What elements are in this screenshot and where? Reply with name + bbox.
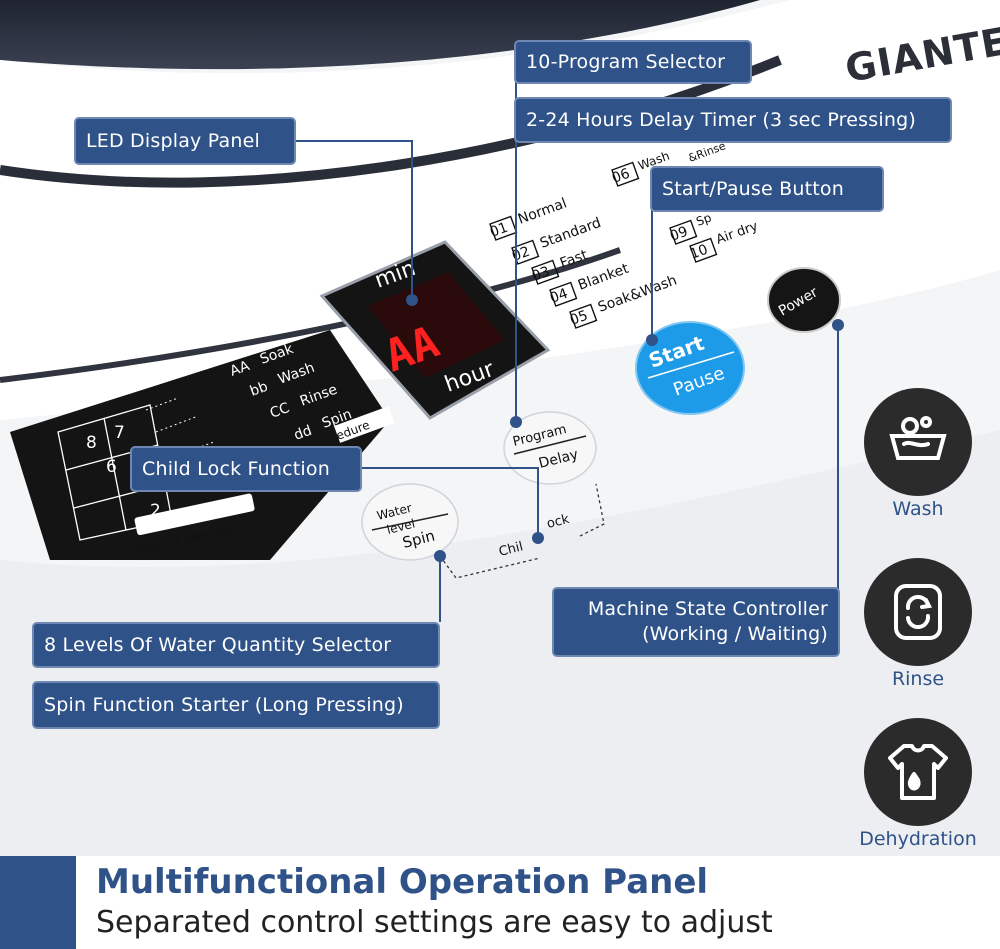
program-number: 09 (668, 224, 690, 245)
procedure-tag (334, 406, 395, 443)
water-levels-callout: 8 Levels Of Water Quantity Selector (32, 622, 440, 668)
rinse-icon (894, 584, 942, 640)
start-pause-callout: Start/Pause Button (650, 166, 884, 212)
rinse-feature (864, 558, 972, 666)
program-number: 01 (488, 220, 510, 241)
program-number: 05 (568, 308, 590, 329)
program-number: 10 (688, 242, 710, 263)
lid-seam (0, 55, 782, 188)
dehydration-feature (864, 718, 972, 826)
program-name: Sp (694, 210, 713, 228)
lower-body (0, 430, 1000, 856)
level-number: 8 (86, 433, 97, 453)
level-number: 7 (114, 423, 125, 443)
detergent-panel (10, 330, 390, 560)
footer-subtitle: Separated control settings are easy to a… (96, 905, 773, 940)
level-number: 6 (106, 457, 117, 477)
procedure-code: dd (292, 423, 314, 444)
power-button[interactable] (767, 267, 841, 333)
wash-icon (889, 416, 947, 460)
child-lock-label-2: ock (545, 512, 571, 532)
procedure-code: CC (268, 400, 292, 422)
program-number: 03 (530, 264, 552, 285)
footer-accent-bar (0, 856, 76, 949)
footer-title: Multifunctional Operation Panel (96, 862, 709, 902)
leader-lines (292, 62, 839, 622)
machine-state-line1: Machine State Controller (587, 598, 828, 620)
machine-state-line2: (Working / Waiting) (642, 623, 828, 645)
machine-state-callout: Machine State Controller (Working / Wait… (552, 587, 840, 657)
dehydration-icon (888, 744, 948, 800)
wash-label: Wash (892, 498, 944, 520)
wash-feature (864, 388, 972, 496)
program-number: 06 (610, 166, 632, 187)
program-delay-button[interactable] (503, 411, 597, 485)
delay-timer-callout: 2-24 Hours Delay Timer (3 sec Pressing) (514, 97, 952, 143)
start-pause-button[interactable] (635, 321, 745, 415)
level-button-label: level (385, 516, 416, 536)
detergent-tag (134, 493, 255, 536)
child-lock-link (439, 555, 541, 579)
procedure-code: AA (228, 358, 252, 380)
child-lock-label: Chil (497, 539, 524, 559)
program-selector-callout: 10-Program Selector (514, 40, 752, 84)
procedure-code: bb (248, 379, 270, 400)
rinse-label: Rinse (891, 668, 945, 690)
led-screen (368, 272, 505, 378)
lid (0, 0, 760, 70)
dehydration-label: Dehydration (859, 828, 977, 850)
led-display-callout: LED Display Panel (74, 117, 296, 165)
level-number: 2 (150, 501, 161, 521)
child-lock-callout: Child Lock Function (130, 446, 362, 492)
program-number: 04 (548, 286, 570, 307)
spin-starter-callout: Spin Function Starter (Long Pressing) (32, 681, 440, 729)
